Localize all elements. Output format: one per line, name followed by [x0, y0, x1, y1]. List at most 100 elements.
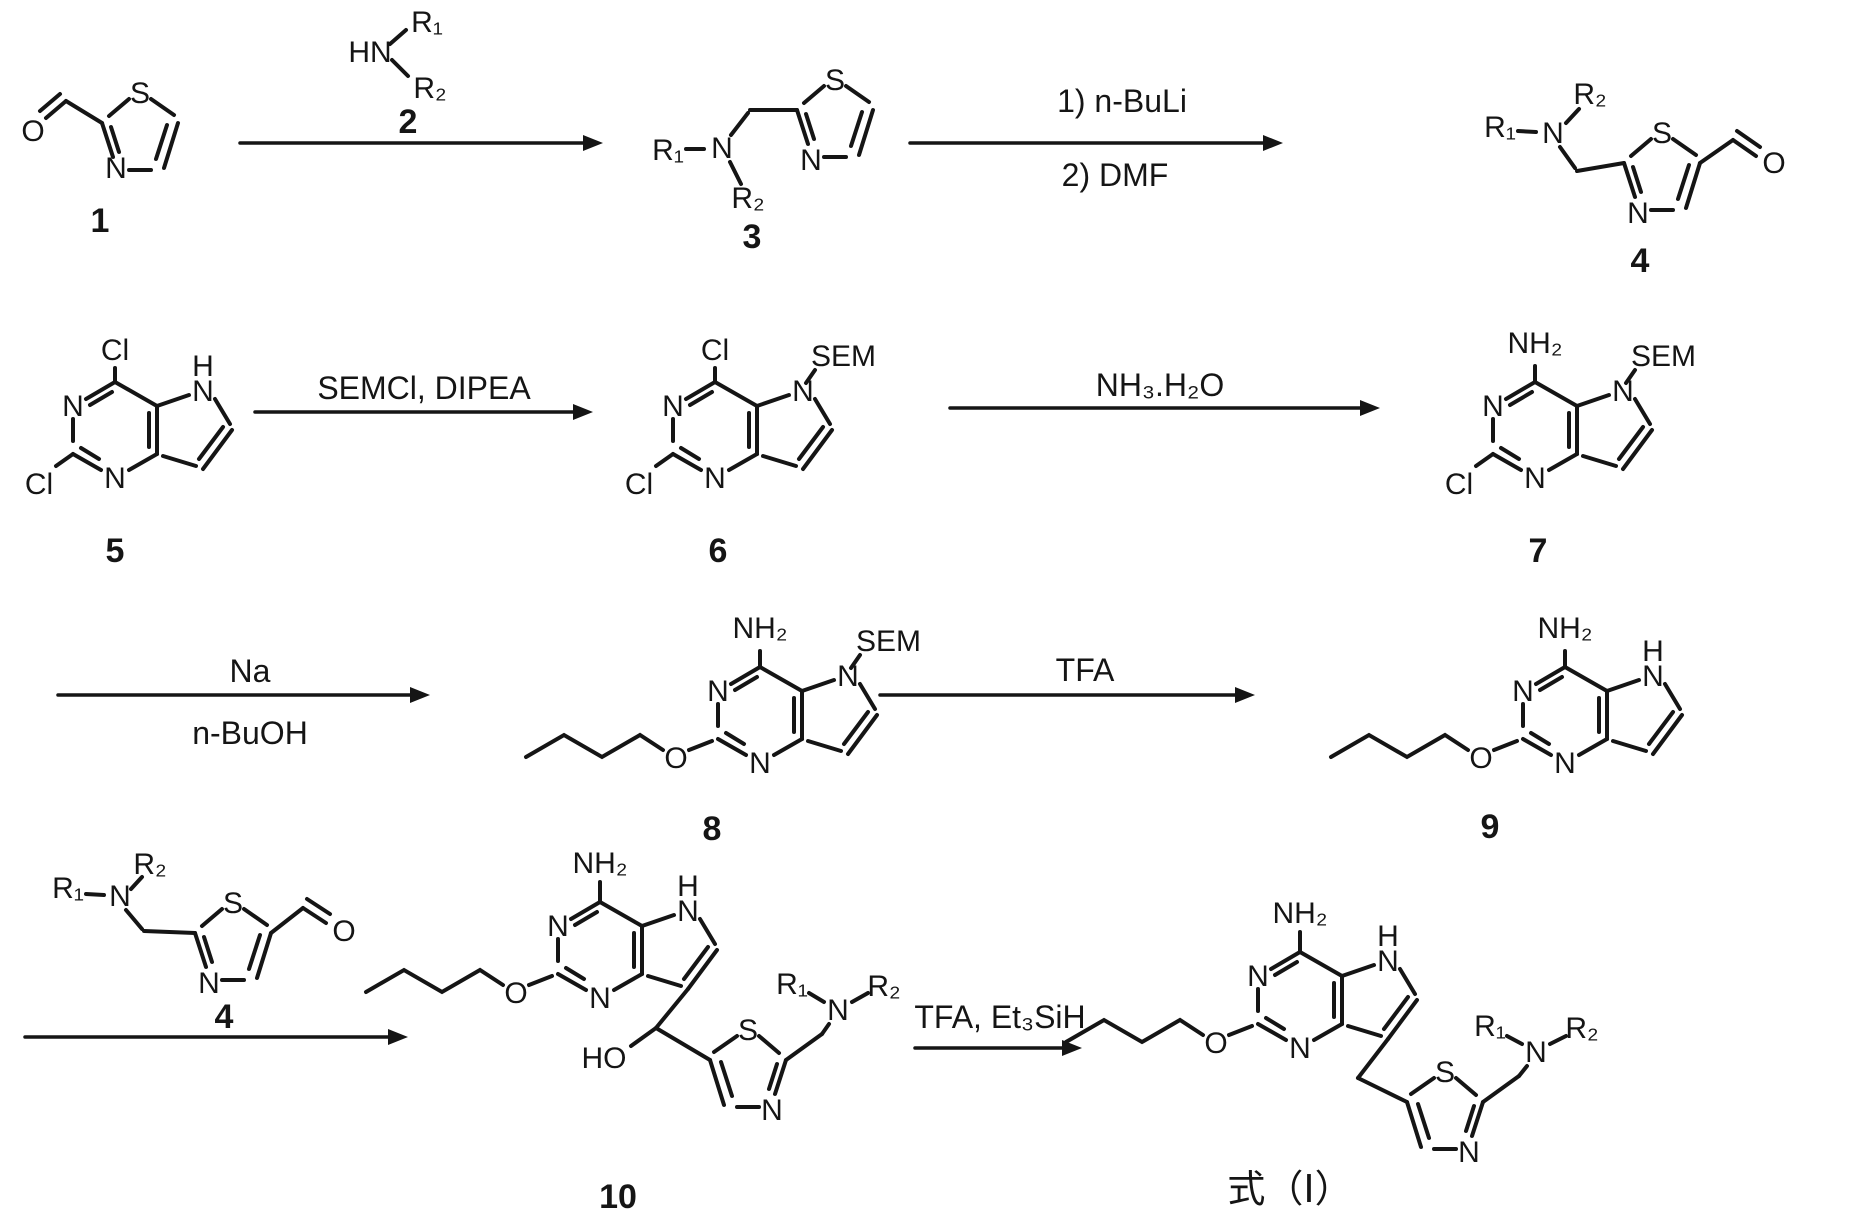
reaction-arrow-4	[948, 400, 1380, 416]
atom-label-cl: Cl	[101, 334, 129, 367]
atom-label-n: N	[1524, 462, 1546, 495]
atom-label-cl: Cl	[701, 334, 729, 367]
atom-label-n: N	[1525, 1036, 1547, 1069]
atom-label-n: N	[1289, 1032, 1311, 1065]
compound-3: R₁ N R₂ S N 3	[652, 64, 875, 256]
atom-label-n: N	[677, 895, 699, 928]
atom-label-o: O	[1762, 147, 1785, 180]
atom-label-o: O	[664, 742, 687, 775]
compound-8: NH₂ N O N N SEM 8	[524, 612, 921, 848]
reagent-step3: SEMCl, DIPEA	[317, 370, 531, 406]
compound-number-4b: 4	[215, 998, 234, 1036]
atom-label-nh2: NH₂	[1273, 897, 1328, 930]
atom-label-n: N	[105, 152, 127, 185]
compound-number-10: 10	[599, 1178, 637, 1216]
compound-9: NH₂ N O N N H 9	[1329, 612, 1684, 846]
atom-label-n: N	[792, 375, 814, 408]
atom-label-h: H	[1642, 635, 1664, 668]
atom-label-n: N	[1554, 747, 1576, 780]
atom-label-nh2: NH₂	[573, 847, 628, 880]
reaction-arrow-1	[238, 135, 603, 151]
reaction-arrow-8	[913, 1040, 1082, 1056]
atom-label-r2: R₂	[133, 848, 166, 881]
compound-number-6: 6	[709, 532, 728, 570]
atom-label-n: N	[761, 1094, 783, 1127]
atom-label-n: N	[1482, 390, 1504, 423]
compound-number-8: 8	[703, 810, 722, 848]
atom-label-n: N	[198, 967, 220, 1000]
compound-7: NH₂ N Cl N N SEM 7	[1445, 327, 1696, 570]
atom-label-n: N	[1542, 117, 1564, 150]
reagent-step4: NH₃.H₂O	[1096, 367, 1225, 403]
atom-label-n: N	[104, 462, 126, 495]
reaction-arrow-2	[908, 135, 1283, 151]
atom-label-n: N	[192, 375, 214, 408]
atom-label-n: N	[1458, 1136, 1480, 1169]
compound-number-3: 3	[743, 218, 762, 256]
reaction-arrow-5	[56, 687, 430, 703]
reagent-step8: TFA, Et₃SiH	[914, 999, 1085, 1035]
amine-reagent-2: HN R₁ R₂ 2	[348, 6, 446, 141]
atom-label-r1: R₁	[776, 968, 808, 1001]
reagent-step6: TFA	[1056, 652, 1115, 688]
atom-label-sem: SEM	[1631, 340, 1696, 373]
atom-label-n: N	[589, 982, 611, 1015]
atom-label-r1: R₁	[1474, 1010, 1506, 1043]
atom-label-n: N	[547, 910, 569, 943]
atom-label-o: O	[21, 115, 44, 148]
atom-label-o: O	[504, 977, 527, 1010]
atom-label-s: S	[1652, 117, 1672, 150]
atom-label-r2: R₂	[1573, 78, 1606, 111]
atom-label-sem: SEM	[811, 340, 876, 373]
atom-label-h: H	[1377, 920, 1399, 953]
atom-label-cl: Cl	[1445, 468, 1473, 501]
atom-label-r2: R₂	[867, 970, 900, 1003]
atom-label-nh2: NH₂	[733, 612, 788, 645]
atom-label-h: H	[677, 870, 699, 903]
atom-label-r2: R₂	[413, 72, 446, 105]
compound-4-reagent: R₁ N R₂ S N O 4	[52, 848, 356, 1036]
atom-label-n: N	[1612, 375, 1634, 408]
atom-label-r1: R₁	[1484, 111, 1516, 144]
atom-label-n: N	[1377, 945, 1399, 978]
compound-number-5: 5	[106, 532, 125, 570]
atom-label-r1: R₁	[411, 6, 443, 39]
atom-label-r2: R₂	[1565, 1012, 1598, 1045]
formula-label: 式（Ⅰ）	[1227, 1169, 1352, 1211]
atom-label-n: N	[707, 675, 729, 708]
atom-label-r2: R₂	[731, 182, 764, 215]
reagent-step5-line1: Na	[230, 653, 271, 689]
atom-label-cl: Cl	[625, 468, 653, 501]
compound-formula-I: NH₂ H N N N O S N N R₁ R₂ 式（Ⅰ）	[1064, 897, 1599, 1211]
atom-label-n: N	[704, 462, 726, 495]
atom-label-n: N	[1512, 675, 1534, 708]
atom-label-n: N	[837, 660, 859, 693]
atom-label-nh2: NH₂	[1538, 612, 1593, 645]
atom-label-r1: R₁	[52, 872, 84, 905]
compound-5: Cl N Cl N N H 5	[25, 334, 234, 570]
atom-label-ho: HO	[582, 1042, 627, 1075]
compound-number-4: 4	[1631, 242, 1650, 280]
atom-label-o: O	[332, 915, 355, 948]
atom-label-n: N	[827, 994, 849, 1027]
compound-6: Cl N Cl N N SEM 6	[625, 334, 876, 570]
reaction-arrow-6	[878, 687, 1255, 703]
atom-label-o: O	[1204, 1027, 1227, 1060]
atom-label-hn: HN	[348, 36, 391, 69]
compound-number-1: 1	[91, 202, 110, 240]
compound-4: R₁ N R₂ S N O 4	[1484, 78, 1786, 280]
compound-number-2: 2	[399, 103, 418, 141]
atom-label-h: H	[192, 350, 214, 383]
atom-label-o: O	[1469, 742, 1492, 775]
atom-label-n: N	[109, 880, 131, 913]
atom-label-n: N	[1247, 960, 1269, 993]
atom-label-nh2: NH₂	[1508, 327, 1563, 360]
atom-label-s: S	[1435, 1056, 1455, 1089]
reagent-step2-line1: 1) n-BuLi	[1057, 83, 1187, 119]
atom-label-n: N	[800, 144, 822, 177]
reaction-arrow-7	[23, 1029, 408, 1045]
atom-label-n: N	[749, 747, 771, 780]
compound-number-9: 9	[1481, 808, 1500, 846]
